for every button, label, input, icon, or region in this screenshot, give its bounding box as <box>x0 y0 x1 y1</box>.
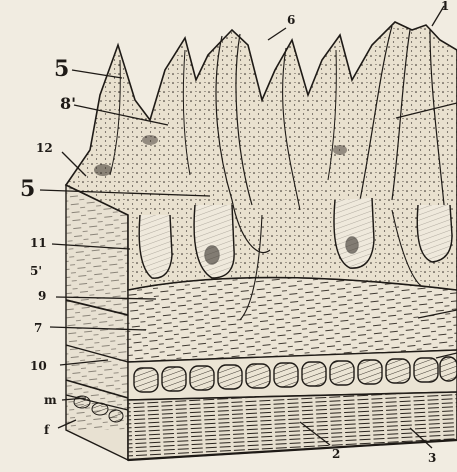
label-11: 11 <box>30 237 47 249</box>
label-6-top: 6 <box>287 14 295 26</box>
label-7: 7 <box>34 322 42 334</box>
label-1-top: 1 <box>441 0 449 12</box>
label-f: f <box>44 424 49 436</box>
block-side-face <box>66 185 128 460</box>
label-5-prime: 5' <box>30 265 42 277</box>
label-3: 3 <box>428 452 436 464</box>
label-5-mid: 5 <box>20 178 35 200</box>
label-2: 2 <box>332 448 340 460</box>
label-8-upper: 8' <box>60 96 76 112</box>
label-5-top: 5 <box>54 58 69 80</box>
label-10: 10 <box>30 360 47 372</box>
label-12: 12 <box>36 142 53 154</box>
label-9: 9 <box>38 290 46 302</box>
label-m: m <box>44 394 57 406</box>
